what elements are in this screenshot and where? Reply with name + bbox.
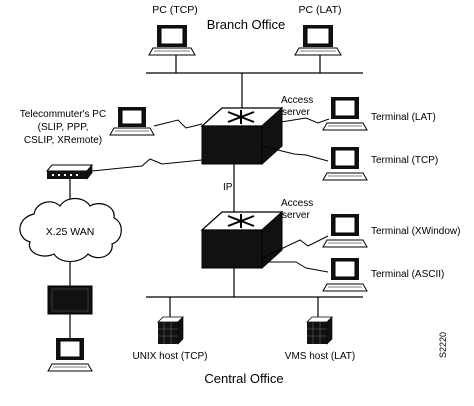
- host-icon: [157, 316, 184, 345]
- terminal-icon: [322, 97, 368, 131]
- terminal-icon: [322, 258, 368, 292]
- terminal-icon: [322, 147, 368, 181]
- pc-icon: [109, 107, 155, 136]
- x25-wan-label: X.25 WAN: [46, 226, 95, 238]
- pc-lat-label: PC (LAT): [299, 4, 342, 16]
- terminal-links-bottom: [261, 235, 329, 273]
- central-office-bus: [146, 268, 363, 318]
- access-server-bottom-label-2: server: [282, 210, 310, 221]
- terminal-icon: [322, 214, 368, 248]
- terminal-ascii-label: Terminal (ASCII): [371, 269, 444, 280]
- unix-host-label: UNIX host (TCP): [132, 351, 207, 362]
- wan-cloud-icon: [19, 197, 122, 263]
- terminal-lat-label: Terminal (LAT): [371, 112, 436, 123]
- terminal-xwindow-label: Terminal (XWindow): [371, 226, 460, 237]
- pc-tcp-label: PC (TCP): [152, 4, 198, 16]
- access-server-icon: [200, 210, 284, 270]
- access-server-icon: [200, 106, 284, 166]
- pc-icon: [148, 25, 196, 56]
- vms-host-label: VMS host (LAT): [285, 351, 355, 362]
- telecommuter-label-3: CSLIP, XRemote): [24, 135, 102, 146]
- dialup-link-modem: [91, 158, 203, 172]
- access-server-top-label-1: Access: [281, 95, 313, 106]
- access-server-bottom-label-1: Access: [281, 198, 313, 209]
- modem-icon: [45, 164, 94, 180]
- access-server-top-label-2: server: [282, 107, 310, 118]
- telecommuter-label-2: (SLIP, PPP,: [38, 122, 89, 133]
- ip-link-label: IP: [223, 182, 233, 193]
- telecommuter-label-1: Telecommuter's PC: [20, 109, 106, 120]
- pc-icon: [294, 25, 342, 56]
- pad-icon: [47, 285, 93, 315]
- terminal-tcp-label: Terminal (TCP): [371, 155, 438, 166]
- terminal-links-top: [261, 117, 330, 162]
- host-icon: [306, 316, 333, 345]
- figure-code: S2220: [438, 332, 448, 358]
- dialup-link-telecommuter: [153, 119, 203, 129]
- branch-office-bus: [146, 55, 363, 112]
- terminal-icon: [47, 338, 93, 372]
- central-office-label: Central Office: [204, 371, 283, 386]
- branch-office-label: Branch Office: [207, 17, 286, 32]
